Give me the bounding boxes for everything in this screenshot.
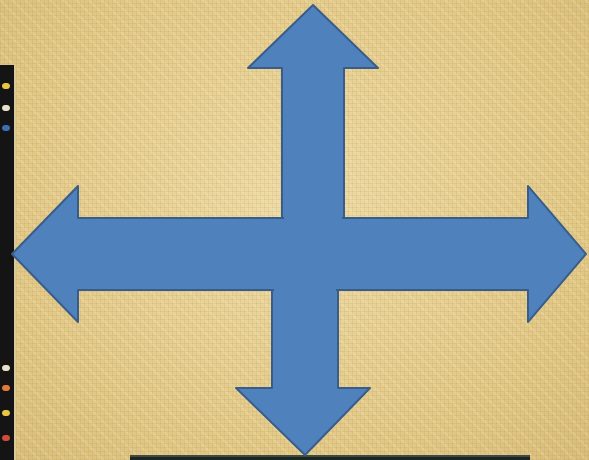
up-arrow-shape [248,5,378,218]
arrow-center-fill [284,216,342,222]
down-arrow-shape [236,290,370,455]
arrow-center-fill [274,286,336,292]
